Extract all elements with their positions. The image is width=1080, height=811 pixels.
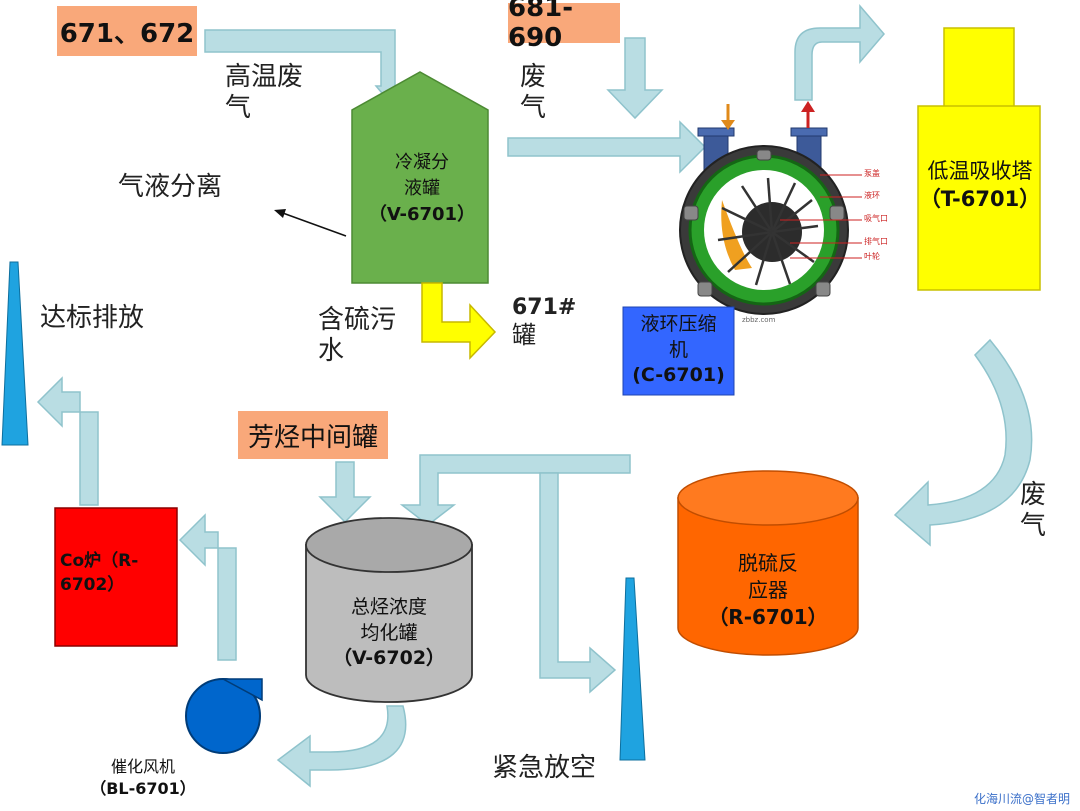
label-hot-waste-gas-l1: 高温废 — [225, 62, 304, 92]
label-waste-gas-right-l1: 废 — [1020, 480, 1047, 510]
blower-tag: （BL-6701） — [90, 778, 196, 798]
compressor-label-l2: 机 — [668, 338, 688, 361]
arrow-desulf-to-homog — [399, 454, 631, 526]
label-hot-waste-gas-l2: 气 — [225, 93, 252, 124]
absorber-body — [917, 105, 1041, 291]
arrow-waste-gas-to-compressor — [507, 120, 707, 174]
pump-callout-suction: 吸气口 — [864, 214, 888, 223]
desulf-label-l1: 脱硫反 — [738, 551, 798, 575]
arrow-681-down — [606, 37, 664, 120]
condenser-label-l2: 液罐 — [404, 178, 440, 200]
desulf-label-l2: 应器 — [748, 578, 788, 602]
label-sulfur-water: 含硫污 水 — [318, 305, 396, 367]
label-waste-gas-right: 废 气 — [1020, 480, 1046, 542]
arrow-blower-to-co — [178, 513, 237, 661]
homog-label-l2: 均化罐 — [360, 621, 418, 644]
label-tank-671-l2: 罐 — [512, 321, 536, 350]
co-furnace-label-l1: Co炉（R- — [60, 551, 139, 571]
pump-callout-ring: 液环 — [864, 191, 880, 200]
arrow-absorber-to-desulf — [893, 338, 1033, 547]
absorber-tag: （T-6701） — [919, 187, 1041, 212]
arrow-homog-to-blower — [276, 705, 407, 788]
label-waste-gas-top: 废 气 — [520, 62, 546, 124]
label-hot-waste-gas: 高温废 气 — [225, 62, 303, 124]
arrow-co-to-discharge — [36, 376, 99, 506]
pump-callout-discharge: 排气口 — [864, 237, 888, 246]
watermark: 化海川流@智者明 — [974, 792, 1071, 806]
homog-label-l1: 总烃浓度 — [350, 596, 427, 618]
condenser-label: 冷凝分 液罐 （V-6701） — [362, 150, 482, 228]
pump-source-site: zbbz.com — [742, 316, 776, 324]
homog-label: 总烃浓度 均化罐 （V-6702） — [318, 595, 460, 672]
source-681-690: 681-690 — [508, 0, 620, 53]
absorber-label: 低温吸收塔 （T-6701） — [905, 157, 1055, 214]
homog-tank — [305, 517, 473, 703]
compressor-label: 液环压缩 机 (C-6701) — [623, 312, 734, 389]
catalytic-blower — [185, 678, 263, 754]
arrow-emergency-branch — [539, 472, 617, 694]
label-sulfur-water-l2: 水 — [318, 336, 345, 367]
arrow-sulfur-water — [421, 282, 497, 360]
discharge-stack — [1, 261, 29, 446]
source-671-672: 671、672 — [57, 6, 197, 56]
label-gas-liquid-separation: 气液分离 — [118, 172, 223, 202]
liquid-ring-compressor-illustration — [679, 101, 862, 315]
arrow-compressor-to-absorber — [794, 3, 885, 101]
co-furnace-label-l2: 6702） — [60, 574, 125, 595]
label-discharge: 达标排放 — [40, 303, 145, 333]
label-tank-671: 671# 罐 — [512, 295, 576, 350]
desulf-label: 脱硫反 应器 （R-6701） — [705, 550, 831, 631]
label-tank-671-l1: 671# — [512, 295, 577, 320]
blower-label: 催化风机 （BL-6701） — [78, 756, 208, 799]
co-furnace-label: Co炉（R- 6702） — [60, 550, 172, 598]
desulf-reactor — [677, 470, 859, 656]
label-waste-gas-top-l1: 废 — [520, 62, 547, 92]
compressor-tag: (C-6701) — [632, 364, 725, 387]
emergency-stack — [619, 577, 646, 761]
compressor-label-l1: 液环压缩 — [640, 313, 717, 335]
homog-tag: （V-6702） — [332, 647, 446, 670]
condenser-tag: （V-6701） — [368, 204, 476, 226]
condenser-label-l1: 冷凝分 — [395, 152, 449, 173]
arrow-aromatic-down — [318, 461, 372, 524]
desulf-tag: （R-6701） — [708, 605, 828, 629]
pump-callout-cover: 泵盖 — [864, 169, 880, 178]
label-sulfur-water-l1: 含硫污 — [318, 305, 397, 335]
pump-callout-impeller: 叶轮 — [864, 252, 880, 261]
source-aromatic-tank: 芳烃中间罐 — [238, 411, 388, 459]
label-emergency-vent: 紧急放空 — [492, 753, 597, 783]
co-furnace — [54, 507, 178, 647]
absorber-top — [943, 27, 1015, 109]
label-waste-gas-right-l2: 气 — [1020, 511, 1047, 542]
blower-label-l1: 催化风机 — [110, 757, 175, 776]
condenser-vessel — [351, 71, 489, 284]
compressor-label-box — [622, 306, 735, 396]
label-waste-gas-top-l2: 气 — [520, 93, 547, 124]
absorber-label-l1: 低温吸收塔 — [927, 159, 1033, 183]
